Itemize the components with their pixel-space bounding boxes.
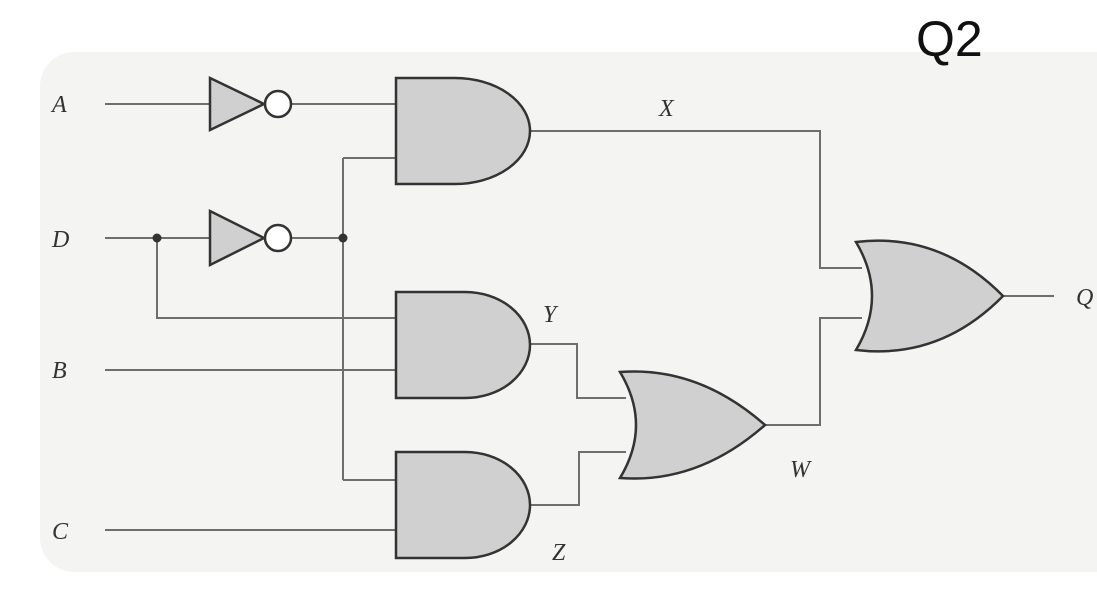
not-gate-d bbox=[208, 208, 293, 268]
or-gate-w bbox=[617, 370, 767, 480]
question-label: Q2 bbox=[916, 11, 983, 67]
node-label-y: Y bbox=[543, 302, 559, 328]
wire-d-to-and-y bbox=[156, 238, 396, 319]
wire-w bbox=[765, 317, 862, 426]
wire-x bbox=[530, 130, 862, 269]
input-label-a: A bbox=[50, 92, 67, 118]
input-label-d: D bbox=[51, 227, 69, 253]
output-label-q: Q bbox=[1076, 285, 1093, 311]
wires bbox=[105, 103, 1054, 531]
and-gate-x bbox=[394, 76, 532, 186]
and-gate-y bbox=[394, 290, 532, 400]
node-label-z: Z bbox=[552, 540, 566, 566]
input-label-b: B bbox=[52, 358, 67, 384]
and-gate-z bbox=[394, 450, 532, 560]
input-label-c: C bbox=[52, 519, 69, 545]
not-gate-d-bubble bbox=[263, 223, 293, 253]
not-gate-a-triangle bbox=[208, 76, 267, 132]
junction-dot-not-d bbox=[338, 233, 348, 243]
node-label-x: X bbox=[658, 96, 675, 122]
junction-dot-d bbox=[152, 233, 162, 243]
wire-y bbox=[530, 343, 626, 399]
wire-z bbox=[530, 451, 626, 506]
not-gate-d-triangle bbox=[208, 208, 267, 268]
node-label-w: W bbox=[790, 457, 812, 483]
not-gate-a-bubble bbox=[263, 89, 293, 119]
or-gate-q bbox=[853, 239, 1005, 353]
not-gate-a bbox=[208, 76, 293, 132]
